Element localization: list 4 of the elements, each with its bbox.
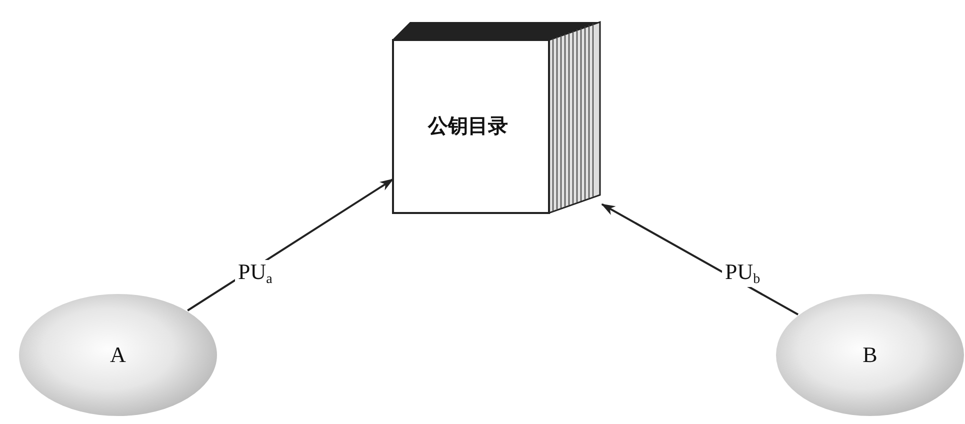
node-label: A	[110, 342, 126, 368]
node-label: B	[862, 342, 878, 368]
arrow	[601, 203, 799, 316]
node-label: 公钥目录	[428, 112, 508, 140]
